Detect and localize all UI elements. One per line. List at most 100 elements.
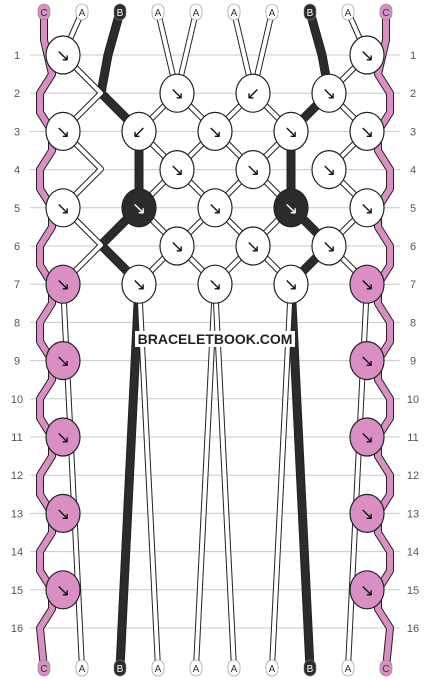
strand-label: A <box>189 3 203 21</box>
knot-arrow-icon: ↘ <box>246 237 260 257</box>
row-number: 6 <box>410 241 416 253</box>
row-number: 13 <box>11 508 23 520</box>
knot-arrow-icon: ↘ <box>360 199 374 219</box>
knot-shape <box>121 188 157 228</box>
knot-arrow-icon: ↘ <box>322 237 336 257</box>
knot-arrow-icon: ↘ <box>170 237 184 257</box>
row-number: 2 <box>410 88 416 100</box>
strand-label-swatch <box>265 659 279 677</box>
strand-label: A <box>189 659 203 677</box>
knot-arrow-icon: ↘ <box>208 275 222 295</box>
strand-label-swatch <box>113 3 127 21</box>
row-number: 15 <box>407 585 419 597</box>
strand-label-text: A <box>269 664 276 675</box>
strand-label-text: A <box>155 664 162 675</box>
knot: ↘ <box>45 570 81 610</box>
knot-shape <box>311 150 347 190</box>
knot-arrow-icon: ↘ <box>132 275 146 295</box>
row-number: 11 <box>11 432 22 444</box>
row-number: 2 <box>14 88 20 100</box>
strand-label-text: A <box>193 8 200 19</box>
knot-arrow-icon: ↙ <box>246 84 260 104</box>
knot-shape <box>349 417 385 457</box>
strand-label: C <box>37 3 51 21</box>
knot-shape <box>349 35 385 75</box>
row-number: 10 <box>407 394 419 406</box>
knot-arrow-icon: ↘ <box>170 161 184 181</box>
knot: ↘ <box>45 341 81 381</box>
knot-arrow-icon: ↘ <box>360 122 374 142</box>
knot-arrow-icon: ↘ <box>208 122 222 142</box>
knot-shape <box>273 188 309 228</box>
knot: ↙ <box>121 111 157 151</box>
knot: ↘ <box>45 111 81 151</box>
strand-label-swatch <box>37 3 51 21</box>
strand-label-swatch <box>75 3 89 21</box>
knot-arrow-icon: ↘ <box>56 504 70 524</box>
strand-label: B <box>113 3 127 21</box>
row-number: 4 <box>410 165 416 177</box>
watermark-text: BRACELETBOOK.COM <box>134 331 296 347</box>
knot-arrow-icon: ↘ <box>284 199 298 219</box>
strand-label-text: A <box>193 664 200 675</box>
knot-arrow-icon: ↙ <box>132 122 146 142</box>
row-number: 4 <box>14 165 20 177</box>
knot-shape <box>45 493 81 534</box>
knot: ↘ <box>349 341 385 381</box>
knot-arrow-icon: ↘ <box>56 275 70 295</box>
knot: ↘ <box>349 111 385 151</box>
knot: ↘ <box>45 188 81 228</box>
knot-shape <box>45 111 81 151</box>
knot-shape <box>45 570 81 610</box>
knot: ↘ <box>45 264 81 304</box>
strand-label: A <box>227 659 241 677</box>
knot: ↘ <box>45 35 81 75</box>
knot-shape <box>273 264 309 304</box>
strand-label-swatch <box>75 659 89 677</box>
strand-label: A <box>75 3 89 21</box>
strand-label-swatch <box>227 3 241 21</box>
row-number: 13 <box>407 508 419 520</box>
knot-arrow-icon: ↘ <box>56 581 70 601</box>
row-number: 9 <box>410 356 416 368</box>
knot: ↘ <box>273 188 309 228</box>
knot: ↘ <box>235 226 271 266</box>
strand-label-text: C <box>382 664 389 675</box>
strand-label-swatch <box>265 3 279 21</box>
knot: ↘ <box>273 111 309 151</box>
strand-label: A <box>341 3 355 21</box>
strand-label: C <box>37 659 51 677</box>
knot: ↘ <box>235 150 271 190</box>
knot: ↘ <box>349 570 385 610</box>
knot-arrow-icon: ↘ <box>56 428 70 448</box>
knot-shape <box>121 111 157 151</box>
row-number: 5 <box>410 203 416 215</box>
knot-shape <box>235 226 271 266</box>
strand-label-text: A <box>79 664 86 675</box>
row-number: 1 <box>14 50 20 62</box>
knot-shape <box>349 493 385 534</box>
strand-label-swatch <box>151 3 165 21</box>
knot-arrow-icon: ↘ <box>56 46 70 66</box>
knots: ↘↘↘↙↘↘↙↘↘↘↘↘↘↘↘↘↘↘↘↘↘↘↘↘↘↘↘↘↘↘↘↘↘↘ <box>45 35 385 610</box>
knot-shape <box>311 73 347 113</box>
row-number: 10 <box>11 394 23 406</box>
knot-arrow-icon: ↘ <box>56 352 70 372</box>
knot-shape <box>45 264 81 304</box>
row-number: 3 <box>410 126 416 138</box>
knot-arrow-icon: ↘ <box>284 122 298 142</box>
strand-label-text: B <box>117 8 124 19</box>
knot: ↘ <box>273 264 309 304</box>
row-number: 14 <box>407 547 419 559</box>
row-number: 7 <box>14 279 20 291</box>
strand-label-swatch <box>379 659 393 677</box>
knot: ↘ <box>311 226 347 266</box>
knot-arrow-icon: ↘ <box>360 428 374 448</box>
knot-shape <box>159 73 195 113</box>
strand-label: A <box>265 3 279 21</box>
strand-label: A <box>227 3 241 21</box>
knot: ↘ <box>121 264 157 304</box>
